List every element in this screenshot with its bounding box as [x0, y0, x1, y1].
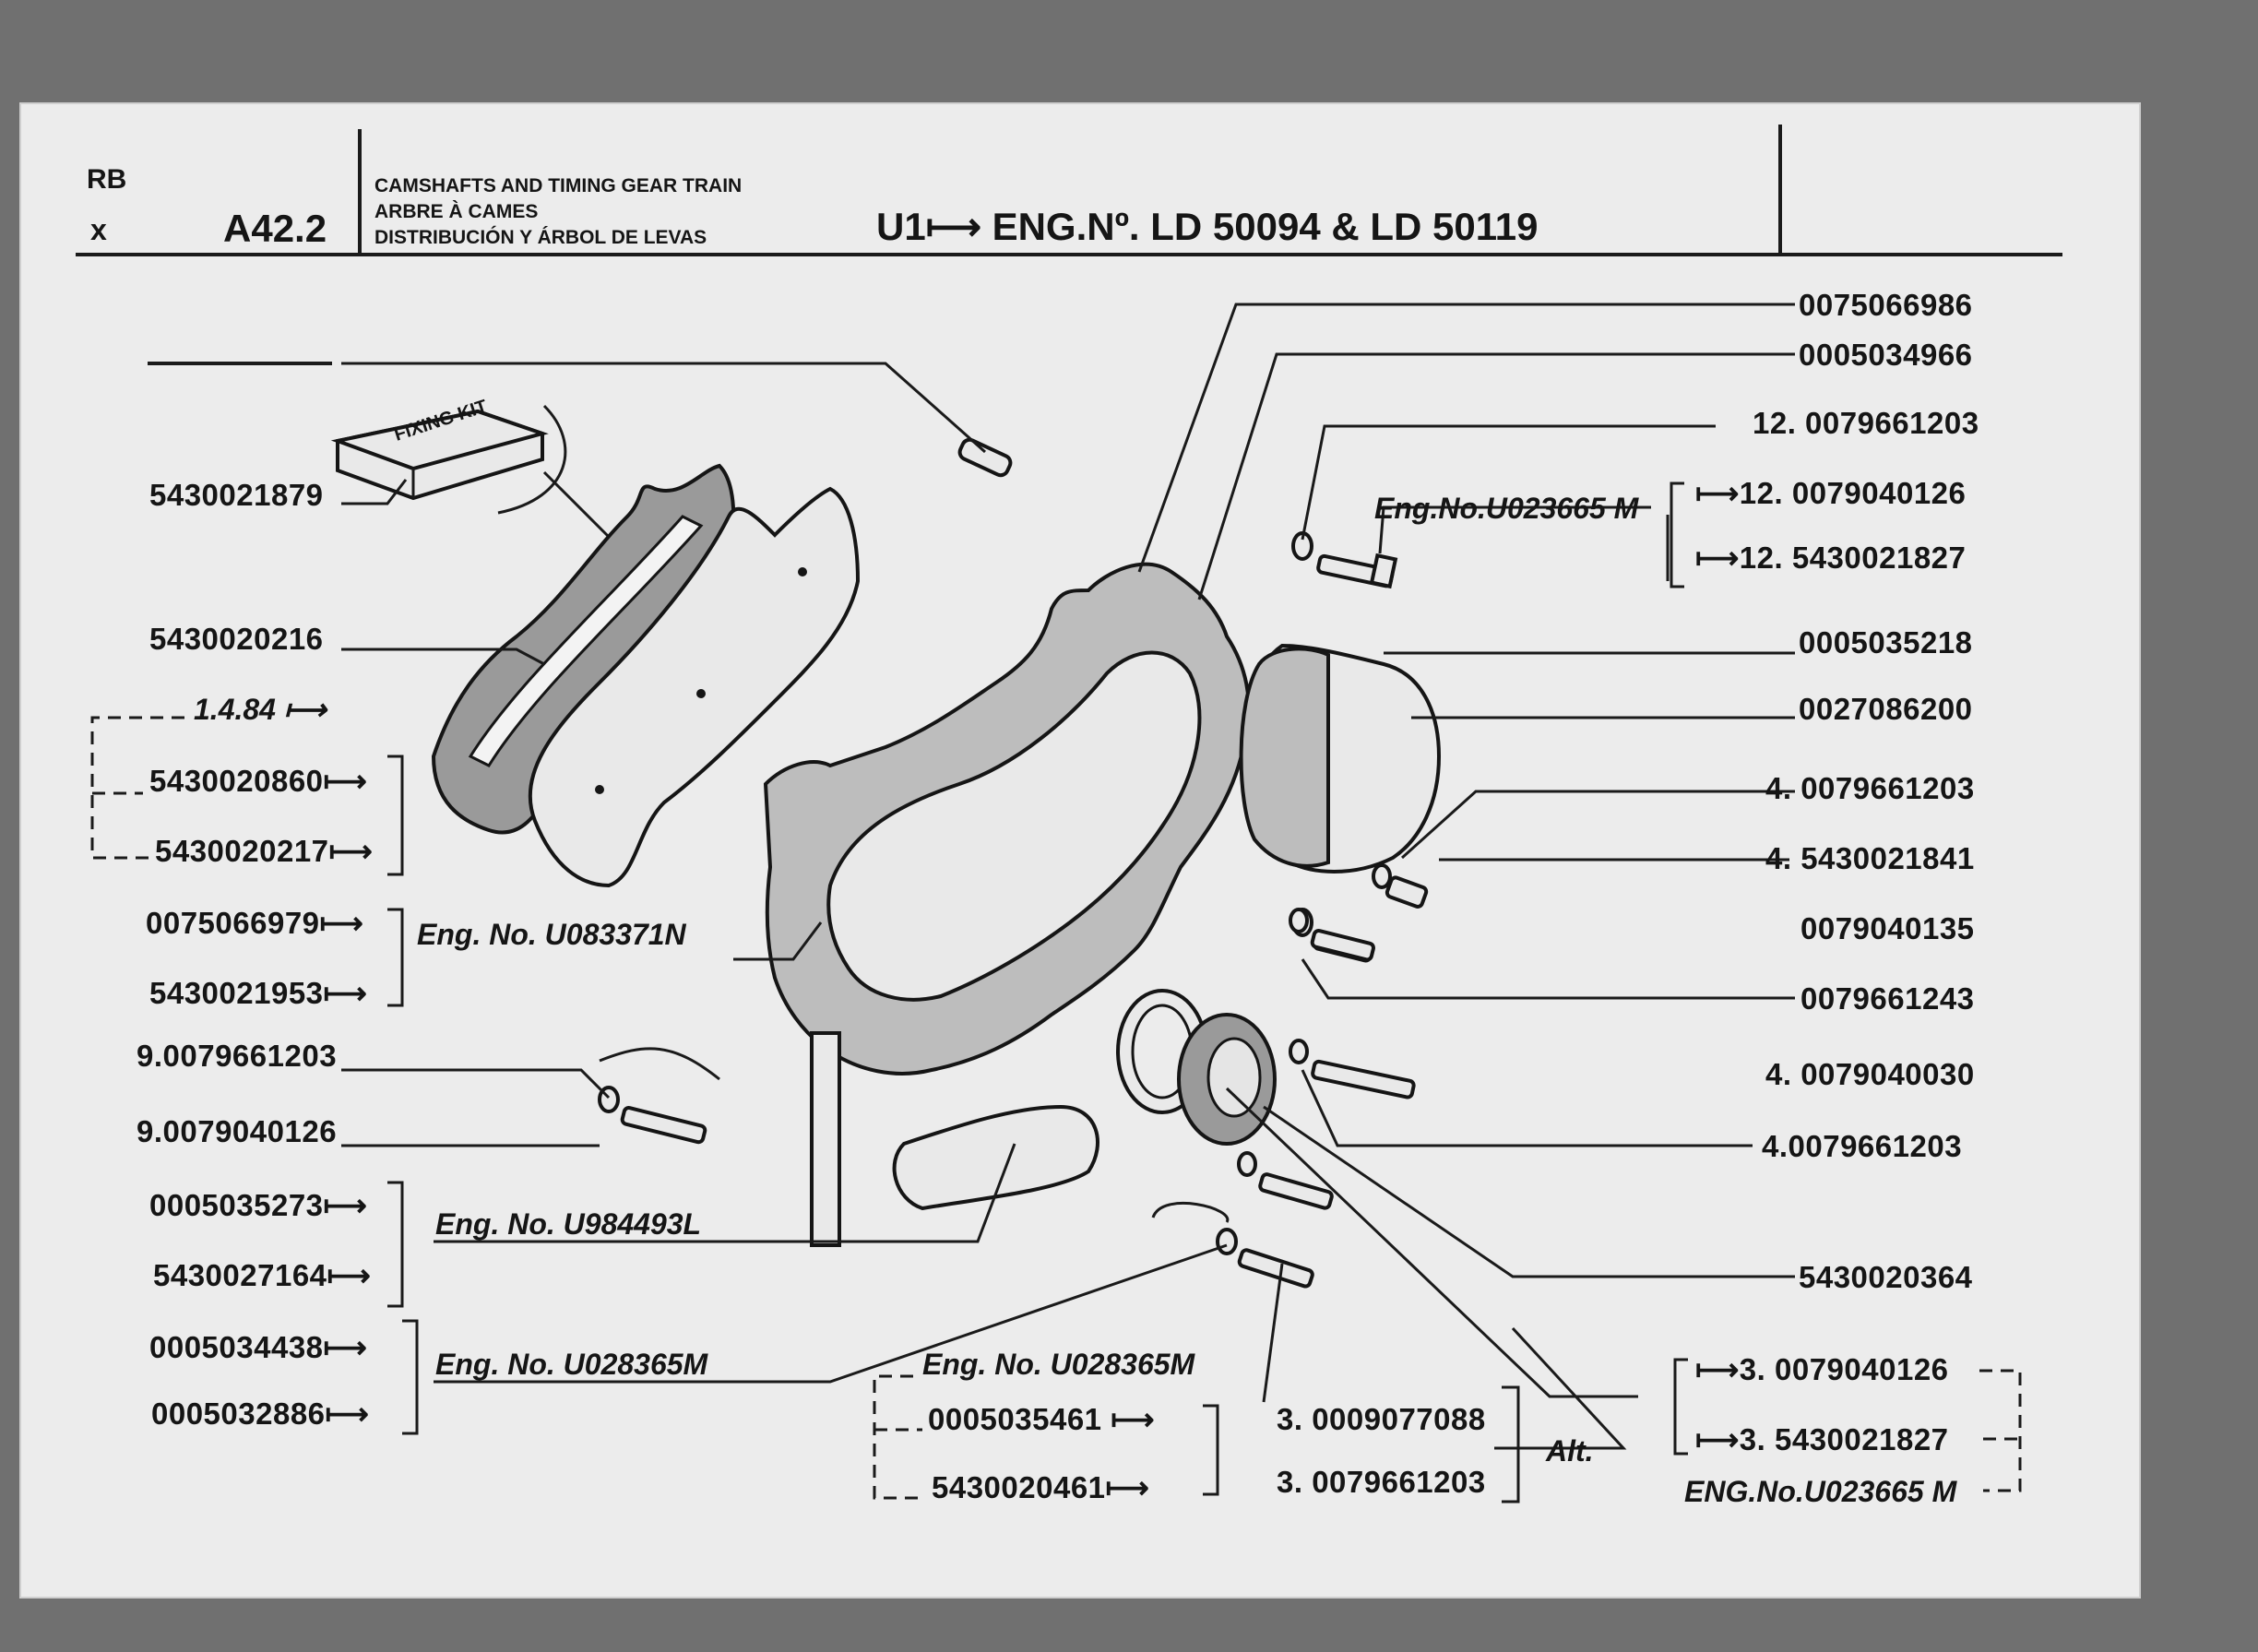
part-number-0005035273: 0005035273⟼: [149, 1188, 367, 1222]
engine-applicability: U1⟼ ENG.Nº. LD 50094 & LD 50119: [876, 205, 1539, 248]
part-number-5430021953: 5430021953⟼: [149, 976, 367, 1010]
part-number-5430020461: 5430020461⟼: [932, 1470, 1149, 1504]
part-number-4-0079661203b: 4.0079661203: [1762, 1129, 1962, 1163]
note-eng-u028365m-bottom: Eng. No. U028365M: [922, 1348, 1196, 1381]
part-number-5430020217: 5430020217⟼: [155, 834, 373, 868]
part-number-4-0079040030: 4. 0079040030: [1765, 1057, 1975, 1091]
cover-hole: [798, 567, 807, 576]
part-number-0005035218: 0005035218: [1799, 625, 1973, 660]
housing-flange-inner: [826, 650, 1202, 1002]
fixing-kit-box: FIXING KIT: [330, 397, 549, 501]
part-number-5430020364: 5430020364: [1799, 1260, 1973, 1294]
part-number-4-5430021841: 4. 5430021841: [1765, 841, 1975, 875]
part-number-5430020860: 5430020860⟼: [149, 764, 367, 798]
bolt-5430021841: [1372, 863, 1429, 909]
mounting-foot: [810, 1031, 841, 1247]
bolt-lower-2: [1216, 1228, 1314, 1289]
part-number-0079661243: 0079661243: [1800, 981, 1975, 1016]
part-number-5430027164: 5430027164⟼: [153, 1258, 371, 1292]
kit-callout-arc: [497, 404, 567, 515]
note-eng-u023665m-top: Eng.No.U023665 M: [1374, 492, 1640, 525]
part-number-0005034966: 0005034966: [1799, 338, 1973, 372]
rear-cover-gasket: [1239, 647, 1330, 868]
part-number-0075066979: 0075066979⟼: [146, 906, 363, 940]
title-english: CAMSHAFTS AND TIMING GEAR TRAIN: [374, 175, 742, 196]
part-number-12-0079040126: ⟼12. 0079040126: [1695, 476, 1966, 510]
header-code-top: RB: [87, 164, 126, 195]
note-eng-u023665m-bottom: ENG.No.U023665 M: [1684, 1475, 1958, 1508]
part-number-3-0079661203: 3. 0079661203: [1277, 1465, 1486, 1499]
note-eng-u028365m-left: Eng. No. U028365M: [435, 1348, 709, 1381]
bolt-0079040030: [1289, 1039, 1416, 1099]
front-timing-cover: [528, 486, 861, 888]
section-number: A42.2: [223, 207, 327, 250]
part-number-9-0079040126: 9.0079040126: [137, 1114, 337, 1148]
dashed-group-lines: [90, 716, 2022, 1500]
title-french: ARBRE À CAMES: [374, 201, 538, 222]
note-alt: Alt.: [1545, 1434, 1594, 1468]
header-code-bottom: x: [90, 213, 107, 246]
part-number-9-0079661203: 9.0079661203: [137, 1039, 337, 1073]
title-spanish: DISTRIBUCIÓN Y ÁRBOL DE LEVAS: [374, 226, 707, 248]
gasket-slot: [468, 515, 704, 767]
part-number-0079040135: 0079040135: [1800, 911, 1975, 945]
part-number-3-0009077088: 3. 0009077088: [1277, 1402, 1486, 1436]
bolt-0079040135: [1289, 908, 1375, 962]
part-number-5430020216: 5430020216: [149, 622, 324, 656]
note-eng-u083371n: Eng. No. U083371N: [417, 918, 687, 951]
part-number-0005032886: 0005032886⟼: [151, 1396, 369, 1431]
part-number-5430021879: 5430021879: [149, 478, 324, 512]
part-number-0027086200: 0027086200: [1799, 692, 1973, 726]
cover-hole: [595, 785, 604, 794]
oil-seal: [1177, 1013, 1277, 1146]
leader-lines: [148, 303, 1795, 1450]
part-number-12-0079661203: 12. 0079661203: [1753, 406, 1979, 440]
part-number-0005035461: 0005035461 ⟼: [928, 1402, 1155, 1436]
bracket-lines: [387, 481, 1688, 1503]
note-eng-u984493l: Eng. No. U984493L: [435, 1207, 701, 1241]
part-number-3-5430021827: ⟼3. 5430021827: [1695, 1422, 1949, 1456]
kit-callout-line: [542, 470, 611, 539]
part-number-0075066986: 0075066986: [1799, 288, 1973, 322]
part-number-12-5430021827: ⟼12. 5430021827: [1695, 541, 1966, 575]
part-number-4-0079661203: 4. 0079661203: [1765, 771, 1975, 805]
bolt-top-right: [1291, 531, 1398, 589]
cover-screw: [957, 437, 1013, 478]
date-marker-1-4-84: 1.4.84 ⟼: [194, 693, 328, 726]
part-number-3-0079040126: ⟼3. 0079040126: [1695, 1352, 1949, 1386]
bolt-lower-1: [1237, 1151, 1334, 1210]
lower-mounting-bracket: [892, 1104, 1099, 1211]
part-number-0005034438: 0005034438⟼: [149, 1330, 367, 1364]
cover-hole: [696, 689, 706, 698]
